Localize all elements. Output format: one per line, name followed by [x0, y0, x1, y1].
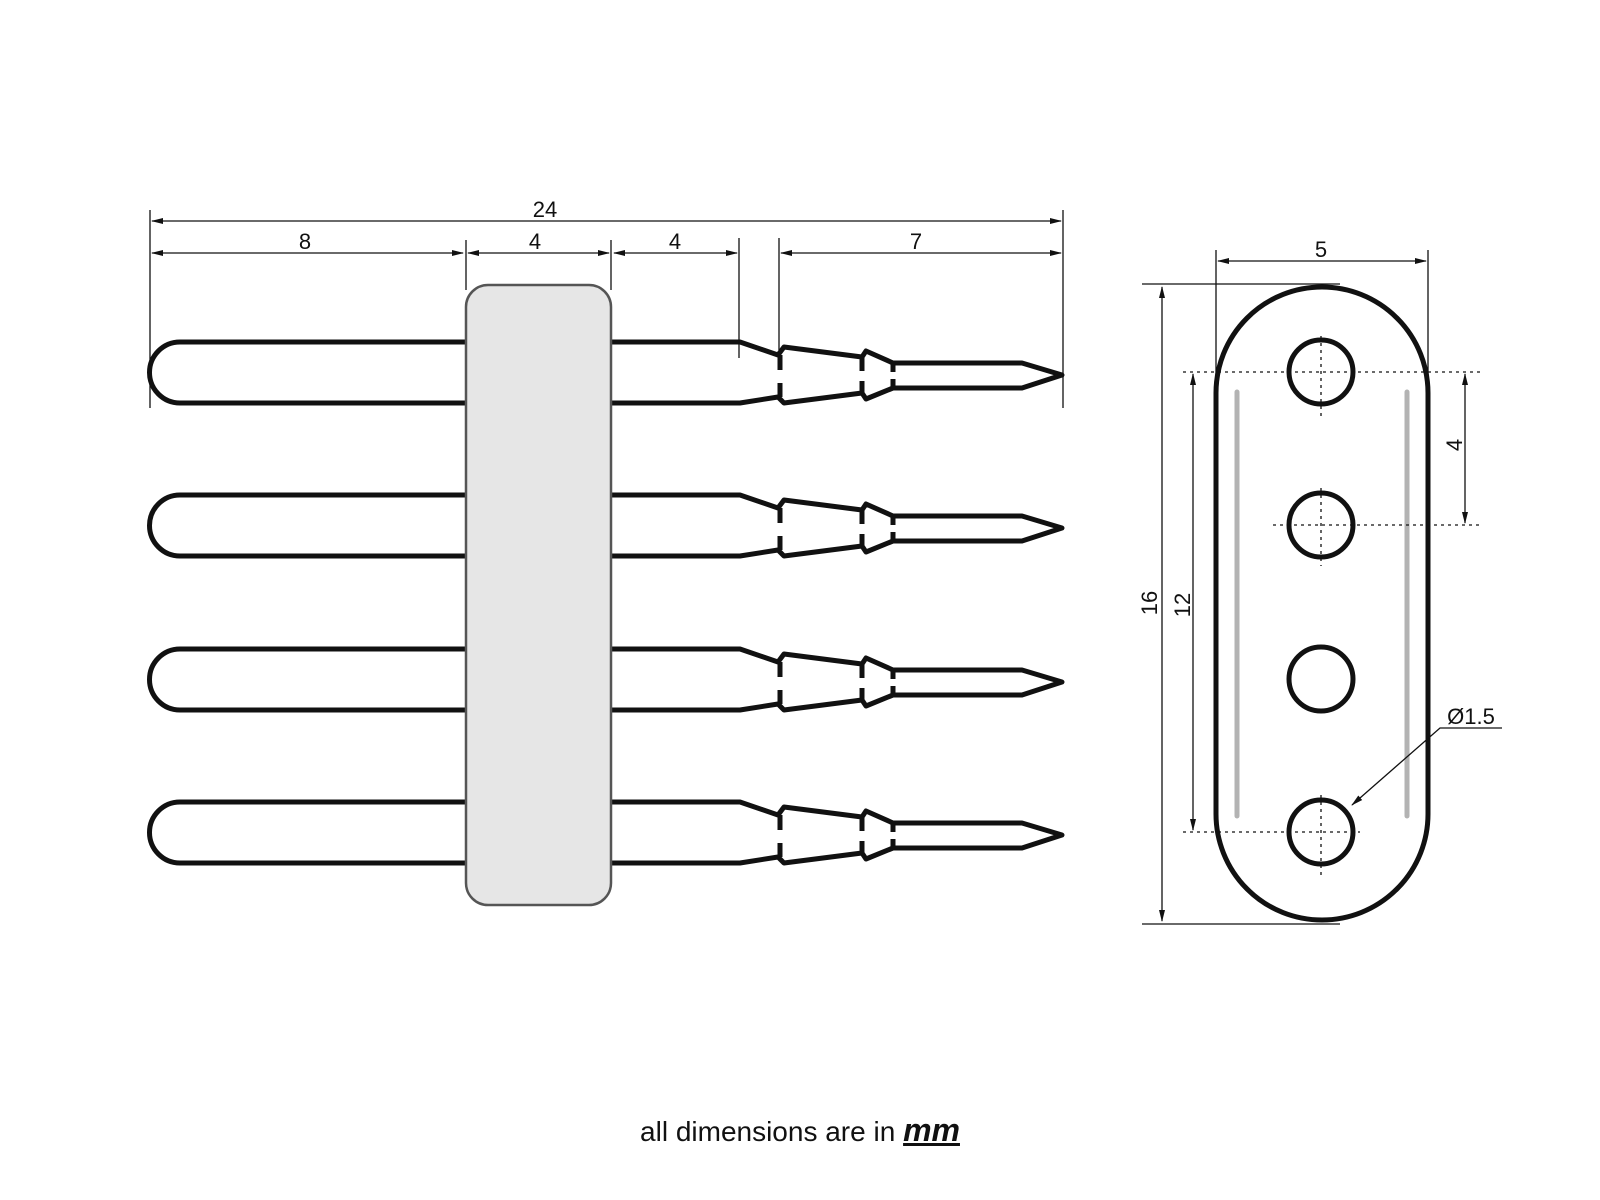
side-view [1183, 284, 1480, 923]
units-note-text: all dimensions are in [640, 1116, 904, 1147]
dim-pitch-4: 4 [1442, 439, 1467, 451]
side-dimensions [1142, 250, 1502, 925]
units-note-unit: mm [903, 1112, 960, 1148]
front-dimensions [149, 210, 1064, 408]
dim-diameter: Ø1.5 [1447, 704, 1495, 729]
dim-16: 16 [1137, 591, 1162, 615]
dim-8: 8 [299, 229, 311, 254]
dim-5: 5 [1315, 237, 1327, 262]
dim-7: 7 [910, 229, 922, 254]
dim-housing-4: 4 [529, 229, 541, 254]
housing [464, 283, 613, 907]
units-note: all dimensions are in mm [0, 1112, 1600, 1149]
dim-24: 24 [533, 197, 557, 222]
dim-12: 12 [1170, 593, 1195, 617]
dim-shank-4: 4 [669, 229, 681, 254]
